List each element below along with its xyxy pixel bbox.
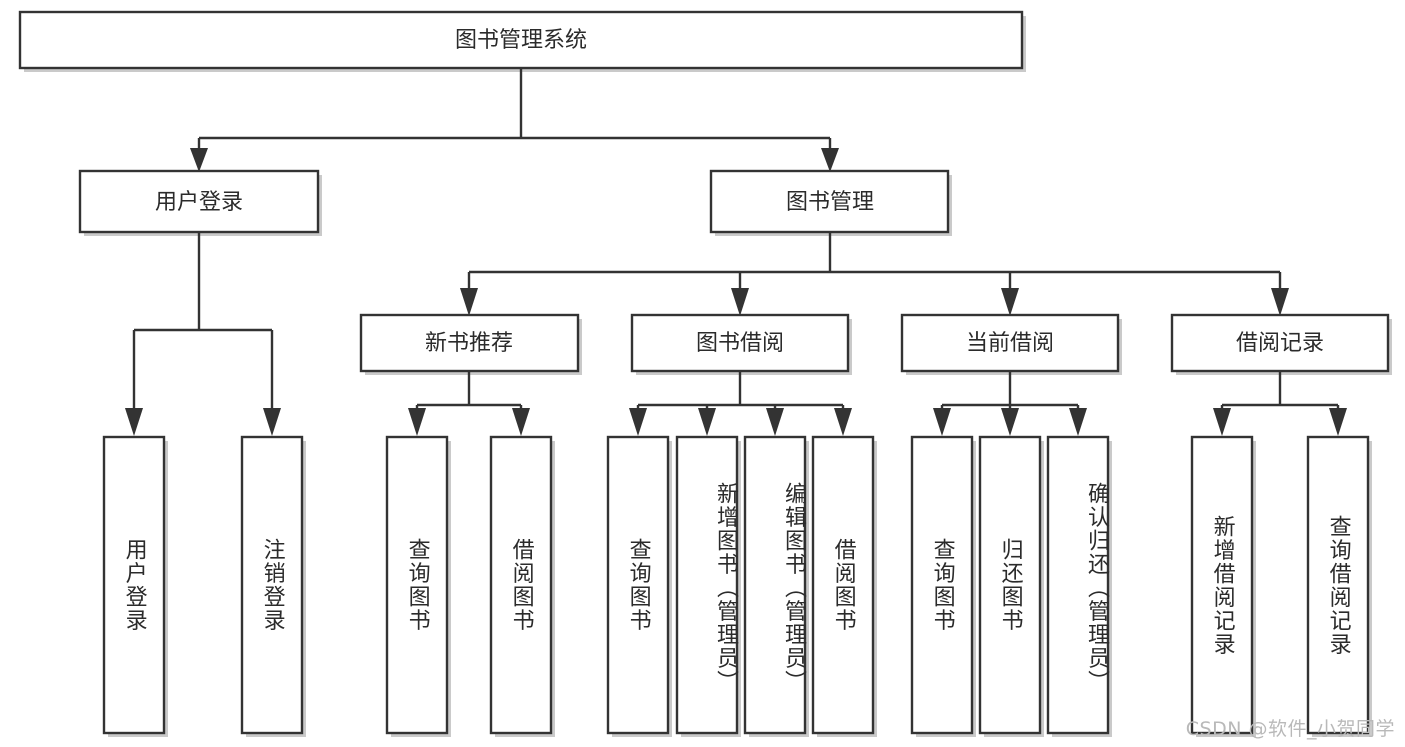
leaf-node-cb-return-book[interactable] xyxy=(978,435,1044,737)
arrow-to-book-manage xyxy=(821,148,839,172)
connector-user-login-to-leaves xyxy=(125,232,281,436)
connector-book-manage-to-level3 xyxy=(460,232,1289,316)
leaf-node-br-add-record[interactable] xyxy=(1190,435,1256,737)
book-manage-label: 图书管理 xyxy=(786,190,874,215)
leaf-box[interactable] xyxy=(675,435,739,735)
borrow-record-box[interactable] xyxy=(1170,313,1390,373)
leaf-box[interactable] xyxy=(1046,435,1110,735)
leaf-box[interactable] xyxy=(743,435,807,735)
new-book-recommend-label: 新书推荐 xyxy=(425,331,513,356)
leaf-node-nbr-borrow-book[interactable] xyxy=(489,435,555,737)
leaf-node-cb-query-book[interactable] xyxy=(910,435,976,737)
arrow-to-leaf-br-1 xyxy=(1213,408,1231,436)
arrow-to-borrow-record xyxy=(1271,288,1289,316)
user-login-box[interactable] xyxy=(78,169,320,234)
leaf-box[interactable] xyxy=(811,435,875,735)
leaf-node-user-login-logout[interactable] xyxy=(240,435,306,737)
leaf-node-br-query-record[interactable] xyxy=(1306,435,1372,737)
leaf-box[interactable] xyxy=(489,435,553,735)
book-manage-box[interactable] xyxy=(709,169,950,234)
arrow-to-book-borrow xyxy=(731,288,749,316)
leaf-node-user-login-login[interactable] xyxy=(102,435,168,737)
leaf-box[interactable] xyxy=(1306,435,1370,735)
node-current-borrow[interactable]: 当前借阅 xyxy=(900,313,1122,375)
arrow-to-leaf-bb-1 xyxy=(629,408,647,436)
arrow-to-leaf-br-2 xyxy=(1329,408,1347,436)
leaf-node-bb-borrow-book[interactable] xyxy=(811,435,877,737)
leaf-node-bb-edit-book[interactable] xyxy=(743,435,809,737)
leaf-box[interactable] xyxy=(1190,435,1254,735)
arrow-to-new-book-recommend xyxy=(460,288,478,316)
leaf-node-bb-query-book[interactable] xyxy=(606,435,672,737)
leaf-box[interactable] xyxy=(910,435,974,735)
connector-borrow-record-to-leaves xyxy=(1213,371,1347,436)
leaf-box[interactable] xyxy=(606,435,670,735)
node-root[interactable]: 图书管理系统 xyxy=(18,10,1026,72)
arrow-to-leaf-cb-2 xyxy=(1001,408,1019,436)
arrow-to-leaf-logout xyxy=(263,408,281,436)
connector-new-book-recommend-to-leaves xyxy=(408,371,530,436)
leaf-box[interactable] xyxy=(385,435,449,735)
csdn-watermark: CSDN @软件_小贺同学 xyxy=(1185,718,1395,740)
arrow-to-leaf-user-login xyxy=(125,408,143,436)
arrow-to-leaf-nbr-1 xyxy=(408,408,426,436)
connector-root-to-level2 xyxy=(190,68,839,172)
arrow-to-current-borrow xyxy=(1001,288,1019,316)
arrow-to-leaf-cb-1 xyxy=(933,408,951,436)
arrow-to-leaf-bb-2 xyxy=(698,408,716,436)
node-book-manage[interactable]: 图书管理 xyxy=(709,169,952,236)
current-borrow-box[interactable] xyxy=(900,313,1120,373)
arrow-to-leaf-bb-4 xyxy=(834,408,852,436)
leaf-box[interactable] xyxy=(102,435,166,735)
book-borrow-label: 图书借阅 xyxy=(696,331,784,356)
node-borrow-record[interactable]: 借阅记录 xyxy=(1170,313,1392,375)
arrow-to-user-login xyxy=(190,148,208,172)
leaf-node-bb-add-book[interactable] xyxy=(675,435,741,737)
node-book-borrow[interactable]: 图书借阅 xyxy=(630,313,852,375)
user-login-label: 用户登录 xyxy=(155,190,243,215)
root-box[interactable] xyxy=(18,10,1024,70)
new-book-recommend-box[interactable] xyxy=(359,313,580,373)
root-label: 图书管理系统 xyxy=(455,28,587,53)
leaf-node-cb-confirm-return[interactable] xyxy=(1046,435,1112,737)
current-borrow-label: 当前借阅 xyxy=(966,331,1054,356)
node-new-book-recommend[interactable]: 新书推荐 xyxy=(359,313,582,375)
arrow-to-leaf-cb-3 xyxy=(1069,408,1087,436)
arrow-to-leaf-nbr-2 xyxy=(512,408,530,436)
leaf-node-nbr-query-book[interactable] xyxy=(385,435,451,737)
connector-current-borrow-to-leaves xyxy=(933,371,1087,436)
arrow-to-leaf-bb-3 xyxy=(766,408,784,436)
node-user-login[interactable]: 用户登录 xyxy=(78,169,322,236)
borrow-record-label: 借阅记录 xyxy=(1236,331,1324,356)
connector-book-borrow-to-leaves xyxy=(629,371,852,436)
leaf-box[interactable] xyxy=(240,435,304,735)
leaf-box[interactable] xyxy=(978,435,1042,735)
